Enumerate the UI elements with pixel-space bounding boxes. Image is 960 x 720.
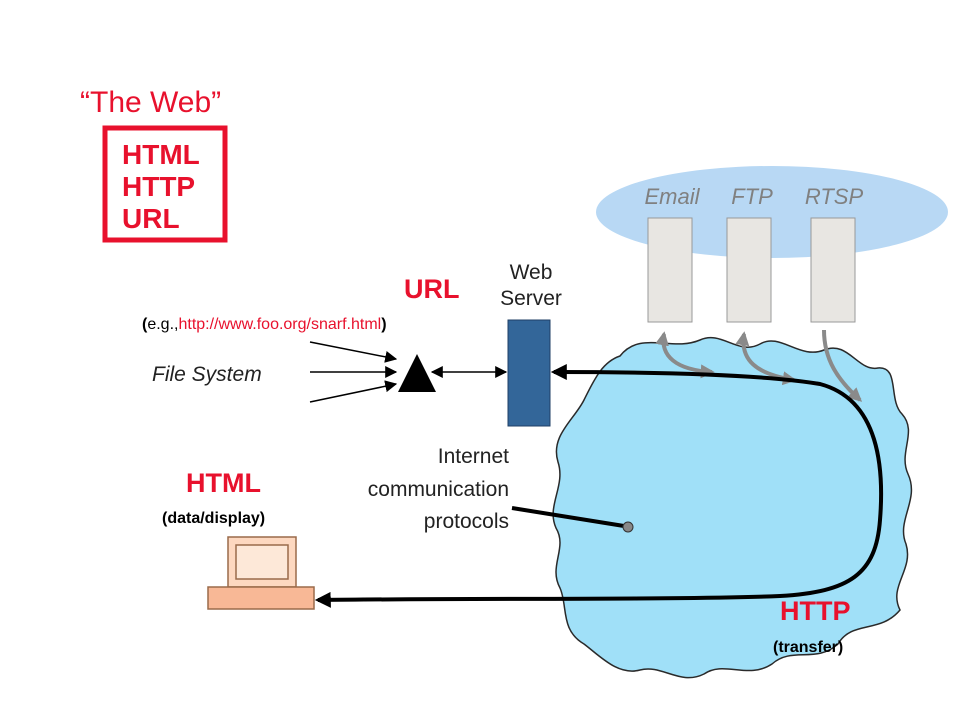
internet-label-line2: communication xyxy=(368,478,509,501)
protocol-label-ftp: FTP xyxy=(731,184,773,209)
html-label: HTML xyxy=(186,468,261,498)
url-example-eg: e.g., xyxy=(147,316,178,333)
web-component-http: HTTP xyxy=(122,171,195,202)
client-computer xyxy=(207,536,315,610)
web-component-url: URL xyxy=(122,203,180,234)
internet-pointer-line xyxy=(511,506,625,528)
protocol-column-ftp xyxy=(726,217,772,323)
web-server-label-line2: Server xyxy=(500,287,562,310)
url-example-open: ( xyxy=(142,316,148,333)
url-example-link: http://www.foo.org/snarf.html xyxy=(178,316,381,333)
http-label: HTTP xyxy=(780,596,851,626)
protocol-column-rtsp xyxy=(810,217,856,323)
computer-screen xyxy=(235,544,289,580)
protocol-label-email: Email xyxy=(644,184,700,209)
internet-label-line1: Internet xyxy=(438,445,509,468)
url-example-close: ) xyxy=(381,316,386,333)
url-label: URL xyxy=(404,274,460,304)
internet-label-line3: protocols xyxy=(424,510,509,533)
email-link-arrow xyxy=(655,331,715,379)
http-transfer-path xyxy=(314,364,884,608)
web-components-box xyxy=(102,125,228,243)
web-component-html: HTML xyxy=(122,139,200,170)
resource-triangle xyxy=(398,354,436,392)
file-arrow-top xyxy=(309,341,398,363)
computer-base xyxy=(207,586,315,610)
protocol-label-rtsp: RTSP xyxy=(805,184,864,209)
title: “The Web” xyxy=(80,86,221,119)
html-sub-label: (data/display) xyxy=(162,510,265,527)
web-server-label-line1: Web xyxy=(510,261,553,284)
internet-cloud xyxy=(552,337,913,679)
file-arrow-bottom xyxy=(309,380,398,403)
rtsp-link-arrow xyxy=(822,329,863,402)
internet-pointer-dot xyxy=(622,521,634,533)
file-system-label: File System xyxy=(152,363,262,386)
url-example: (e.g.,http://www.foo.org/snarf.html) xyxy=(142,316,387,333)
protocol-column-email xyxy=(647,217,693,323)
web-server xyxy=(507,319,551,427)
http-sub-label: (transfer) xyxy=(773,639,843,656)
